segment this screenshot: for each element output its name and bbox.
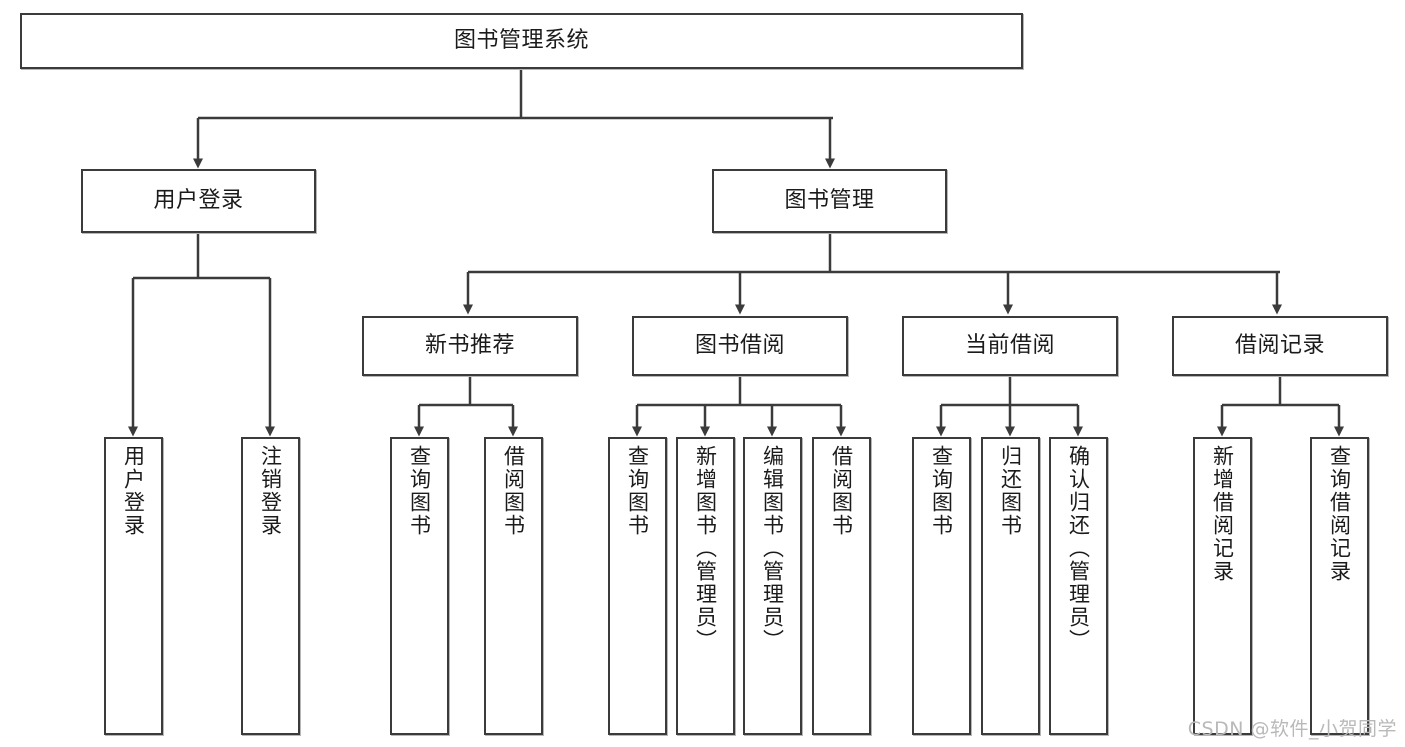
node-book-borrow-label: 图书借阅 <box>694 333 785 359</box>
leaf-query-book-borrow-label: 查询图书 <box>625 445 650 537</box>
leaf-query-book-newbook-label: 查询图书 <box>407 445 432 537</box>
leaf-borrow-book-label: 借阅图书 <box>829 445 854 537</box>
node-user-login[interactable]: 用户登录 <box>81 169 316 233</box>
leaf-logout[interactable]: 注销登录 <box>241 437 300 735</box>
csdn-watermark: CSDN @软件_小贺同学 <box>1187 718 1397 740</box>
node-user-login-label: 用户登录 <box>153 188 244 214</box>
leaf-query-book-newbook[interactable]: 查询图书 <box>390 437 449 735</box>
node-book-management-label: 图书管理 <box>784 188 875 214</box>
leaf-edit-book-admin-label: 编辑图书（管理员） <box>760 445 785 652</box>
node-current-borrow-label: 当前借阅 <box>964 333 1055 359</box>
node-book-management[interactable]: 图书管理 <box>712 169 947 233</box>
leaf-edit-book-admin[interactable]: 编辑图书（管理员） <box>743 437 802 735</box>
leaf-confirm-return-admin[interactable]: 确认归还（管理员） <box>1049 437 1108 735</box>
node-borrow-record[interactable]: 借阅记录 <box>1172 316 1388 376</box>
leaf-borrow-book-newbook[interactable]: 借阅图书 <box>484 437 543 735</box>
node-book-borrow[interactable]: 图书借阅 <box>632 316 848 376</box>
leaf-borrow-book[interactable]: 借阅图书 <box>812 437 871 735</box>
leaf-query-book-current[interactable]: 查询图书 <box>912 437 971 735</box>
leaf-user-login[interactable]: 用户登录 <box>104 437 163 735</box>
leaf-return-book-label: 归还图书 <box>998 445 1023 537</box>
leaf-user-login-label: 用户登录 <box>121 445 146 537</box>
leaf-query-borrow-record[interactable]: 查询借阅记录 <box>1310 437 1369 735</box>
leaf-add-borrow-record[interactable]: 新增借阅记录 <box>1193 437 1252 735</box>
node-borrow-record-label: 借阅记录 <box>1234 333 1325 359</box>
node-new-book-recommend[interactable]: 新书推荐 <box>362 316 578 376</box>
leaf-add-borrow-record-label: 新增借阅记录 <box>1210 445 1235 583</box>
leaf-query-book-current-label: 查询图书 <box>929 445 954 537</box>
node-current-borrow[interactable]: 当前借阅 <box>902 316 1118 376</box>
leaf-query-borrow-record-label: 查询借阅记录 <box>1327 445 1352 583</box>
node-root[interactable]: 图书管理系统 <box>20 13 1023 69</box>
leaf-borrow-book-newbook-label: 借阅图书 <box>501 445 526 537</box>
leaf-confirm-return-admin-label: 确认归还（管理员） <box>1066 445 1091 652</box>
leaf-logout-label: 注销登录 <box>258 445 283 537</box>
leaf-query-book-borrow[interactable]: 查询图书 <box>608 437 667 735</box>
node-new-book-recommend-label: 新书推荐 <box>424 333 515 359</box>
node-root-label: 图书管理系统 <box>453 28 589 54</box>
leaf-add-book-admin-label: 新增图书（管理员） <box>693 445 718 652</box>
leaf-return-book[interactable]: 归还图书 <box>981 437 1040 735</box>
leaf-add-book-admin[interactable]: 新增图书（管理员） <box>676 437 735 735</box>
